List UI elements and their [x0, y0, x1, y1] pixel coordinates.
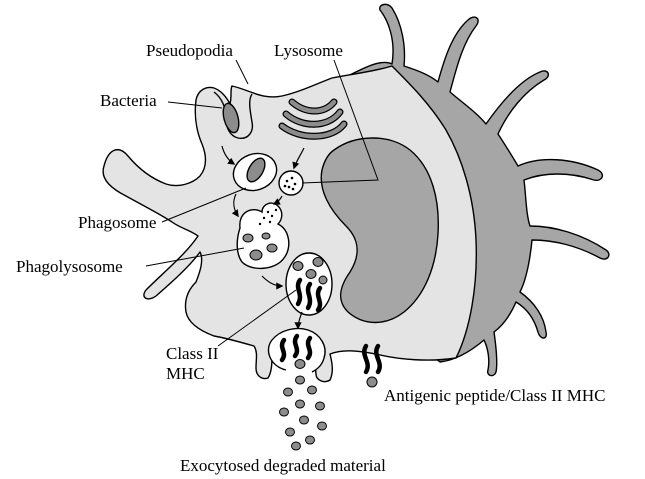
- label-phagolysosome: Phagolysosome: [16, 258, 123, 277]
- exocytic-vesicle: [268, 328, 325, 372]
- label-bacteria: Bacteria: [100, 92, 157, 111]
- label-pseudopodia: Pseudopodia: [146, 42, 233, 61]
- label-class-ii: Class II: [166, 345, 218, 364]
- label-antigenic-peptide: Antigenic peptide/Class II MHC: [384, 387, 605, 406]
- lysosome-vesicle: [279, 171, 303, 195]
- label-lysosome: Lysosome: [274, 42, 343, 61]
- fusing-vesicle: [237, 203, 289, 268]
- exocytosed-particles: [280, 376, 327, 450]
- label-phagosome: Phagosome: [78, 214, 156, 233]
- label-mhc: MHC: [166, 365, 205, 384]
- phagolysosome-vesicle: [286, 253, 332, 315]
- label-exocytosed: Exocytosed degraded material: [180, 457, 386, 476]
